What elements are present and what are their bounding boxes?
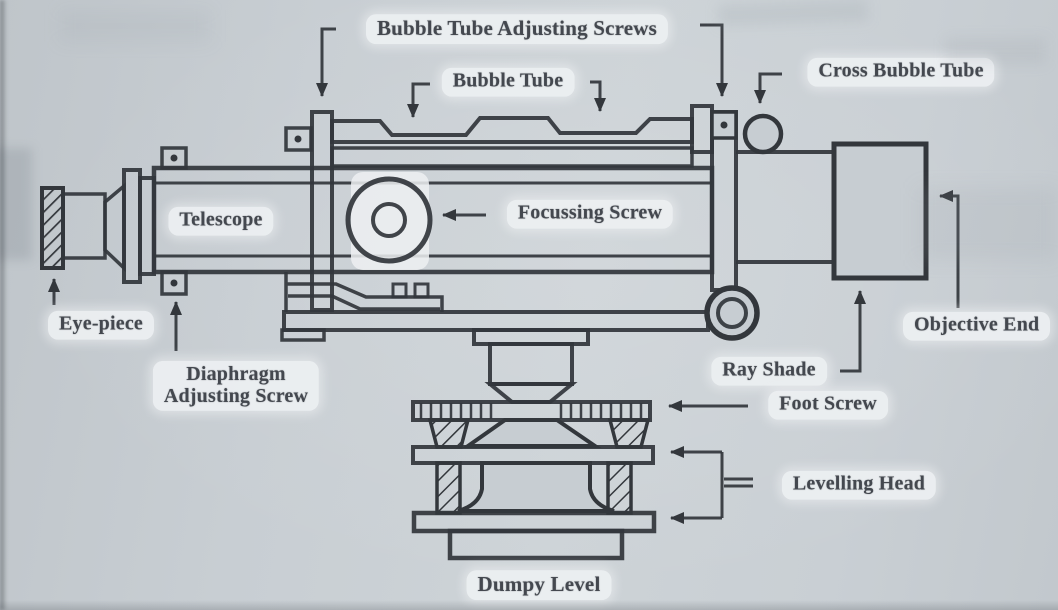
label-bubble-tube: Bubble Tube xyxy=(441,67,575,97)
label-diaphragm-line2: Adjusting Screw xyxy=(163,384,309,407)
bubble-adjusting-screw-right xyxy=(710,110,738,140)
label-diaphragm-line1: Diaphragm xyxy=(186,362,286,385)
spindle-bell xyxy=(457,461,615,513)
label-diaphragm-adjusting-screw: Diaphragm Adjusting Screw xyxy=(152,360,320,412)
eyepiece-flare xyxy=(103,182,126,273)
foot-screw-plate xyxy=(411,400,652,422)
eyepiece-tube xyxy=(61,192,107,260)
eyepiece-flange-inner xyxy=(138,176,156,276)
barrel-screws-left xyxy=(160,146,188,296)
eyepiece-flange-outer xyxy=(122,168,142,284)
clamp-ring xyxy=(704,285,760,341)
label-foot-screw: Foot Screw xyxy=(768,390,888,420)
cross-bubble-tube-circle xyxy=(742,113,784,155)
label-levelling-head: Levelling Head xyxy=(781,470,937,500)
telescope-right-section xyxy=(736,150,840,264)
label-eye-piece: Eye-piece xyxy=(48,310,154,340)
spindle-cone xyxy=(461,418,602,448)
label-bubble-tube-adjusting-screws: Bubble Tube Adjusting Screws xyxy=(365,14,669,44)
label-focussing-screw: Focussing Screw xyxy=(506,199,674,229)
bubble-tube-assembly xyxy=(330,116,694,168)
label-objective-end: Objective End xyxy=(903,311,1051,341)
objective-end-box xyxy=(831,141,929,281)
label-cross-bubble-tube: Cross Bubble Tube xyxy=(807,57,995,87)
focussing-screw-knob xyxy=(345,172,433,270)
eyepiece-assembly xyxy=(40,168,156,284)
page-edge-shadow xyxy=(0,600,1058,610)
page-edge-shadow xyxy=(0,0,7,610)
bubble-adjusting-screw-left xyxy=(284,126,313,152)
leader-lines xyxy=(48,23,960,524)
bubble-tube-holder xyxy=(330,146,694,168)
bubble-tube-profile xyxy=(330,116,694,144)
trivet-base xyxy=(411,510,657,561)
vertical-spindle xyxy=(472,328,590,404)
figure-caption: Dumpy Level xyxy=(466,570,612,600)
label-ray-shade: Ray Shade xyxy=(711,356,827,386)
label-telescope: Telescope xyxy=(168,206,274,236)
eyepiece-cap xyxy=(40,186,65,270)
diaphragm-adjusting-screw xyxy=(160,270,188,296)
tribrach-plate xyxy=(411,445,655,465)
